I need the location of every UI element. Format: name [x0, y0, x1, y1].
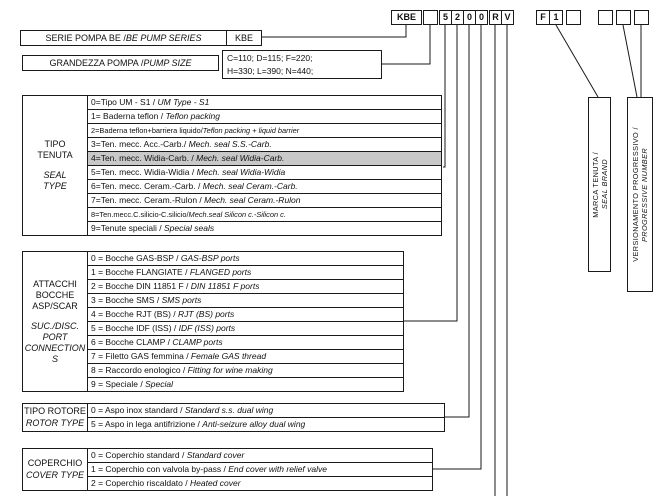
ports-options: 0 = Bocche GAS-BSP / GAS-BSP ports 1 = B… [87, 251, 404, 392]
cover-label-en: COVER TYPE [25, 470, 84, 480]
code-box-blank [566, 10, 581, 25]
size-options-line1: C=110; D=115; F=220; [227, 53, 313, 63]
rotor-label: TIPO ROTORE ROTOR TYPE [22, 403, 88, 432]
size-options: C=110; D=115; F=220; H=330; L=390; N=440… [222, 50, 382, 79]
code-box-r: R [489, 10, 502, 25]
ports-option: 8 = Raccordo enologico / Fitting for win… [87, 363, 404, 378]
seal-brand-label-it: MARCA TENUTA / [590, 151, 600, 218]
series-value: KBE [226, 30, 262, 46]
cover-options: 0 = Coperchio standard / Standard cover … [87, 448, 433, 491]
cover-option: 1 = Coperchio con valvola by-pass / End … [87, 462, 433, 477]
size-label: GRANDEZZA POMPA / PUMP SIZE [22, 55, 219, 71]
seal-option: 9=Tenute speciali / Special seals [87, 221, 442, 236]
rotor-options: 0 = Aspo inox standard / Standard s.s. d… [87, 403, 445, 432]
code-box-series: KBE [391, 10, 422, 25]
code-box-progressive [634, 10, 649, 25]
ports-option: 6 = Bocche CLAMP / CLAMP ports [87, 335, 404, 350]
ports-option: 0 = Bocche GAS-BSP / GAS-BSP ports [87, 251, 404, 266]
code-box-v: V [501, 10, 514, 25]
seal-option: 7=Ten. mecc. Ceram.-Rulon / Mech. seal C… [87, 193, 442, 208]
code-box-brand-1: 1 [549, 10, 563, 25]
seal-brand-label: MARCA TENUTA / SEAL BRAND [588, 97, 611, 272]
seal-option: 3=Ten. mecc. Acc.-Carb./ Mech. seal S.S.… [87, 137, 442, 152]
ports-option: 3 = Bocche SMS / SMS ports [87, 293, 404, 308]
seal-option: 1= Baderna teflon / Teflon packing [87, 109, 442, 124]
seal-option: 8=Ten.mecc.C.silicio-C.silicio/Mech.seal… [87, 207, 442, 222]
seal-option: 2=Baderna teflon+barriera liquido/Teflon… [87, 123, 442, 138]
progressive-number-label: VERSIONAMENTO PROGRESSIVO / PROGRESSIVE … [627, 97, 653, 292]
rotor-option: 5 = Aspo in lega antifrizione / Anti-sei… [87, 417, 445, 432]
size-label-it: GRANDEZZA POMPA / [49, 58, 144, 68]
series-label-it: SERIE POMPA BE / [45, 33, 126, 43]
cover-label: COPERCHIO COVER TYPE [22, 448, 88, 491]
seal-type-label-it: TIPO TENUTA [37, 139, 73, 160]
rotor-label-en: ROTOR TYPE [25, 418, 85, 428]
code-box-progressive [616, 10, 631, 25]
code-box-brand-f: F [536, 10, 550, 25]
ports-option: 2 = Bocche DIN 11851 F / DIN 11851 F por… [87, 279, 404, 294]
code-box-size [423, 10, 438, 25]
ports-option: 5 = Bocche IDF (ISS) / IDF (ISS) ports [87, 321, 404, 336]
size-options-line2: H=330; L=390; N=440; [227, 66, 314, 76]
progressive-label-en: PROGRESSIVE NUMBER [640, 147, 649, 242]
series-label-en: BE PUMP SERIES [125, 33, 202, 43]
seal-type-label-en: SEAL TYPE [43, 170, 67, 191]
code-box-blank [598, 10, 613, 25]
seal-type-label: TIPO TENUTA SEAL TYPE [22, 95, 88, 236]
progressive-label-it: VERSIONAMENTO PROGRESSIVO / [631, 127, 640, 262]
ports-option: 7 = Filetto GAS femmina / Female GAS thr… [87, 349, 404, 364]
ports-option: 4 = Bocche RJT (BS) / RJT (BS) ports [87, 307, 404, 322]
rotor-option: 0 = Aspo inox standard / Standard s.s. d… [87, 403, 445, 418]
ports-option: 1 = Bocche FLANGIATE / FLANGED ports [87, 265, 404, 280]
series-label: SERIE POMPA BE / BE PUMP SERIES [20, 30, 227, 46]
ports-label-en: SUC./DISC. PORT CONNECTIONS [24, 320, 86, 364]
seal-option: 5=Ten. mecc. Widia-Widia / Mech. seal Wi… [87, 165, 442, 180]
seal-brand-label-en: SEAL BRAND [599, 159, 609, 210]
seal-option: 0=Tipo UM - S1 / UM Type - S1 [87, 95, 442, 110]
code-box-cover: 0 [475, 10, 488, 25]
cover-label-it: COPERCHIO [27, 458, 83, 468]
cover-option: 2 = Coperchio riscaldato / Heated cover [87, 476, 433, 491]
series-value-text: KBE [234, 33, 253, 43]
size-label-en: PUMP SIZE [143, 58, 192, 68]
seal-type-options: 0=Tipo UM - S1 / UM Type - S1 1= Baderna… [87, 95, 442, 236]
ports-option: 9 = Speciale / Special [87, 377, 404, 392]
ports-label: ATTACCHI BOCCHE ASP/SCAR SUC./DISC. PORT… [22, 251, 88, 392]
ports-label-it: ATTACCHI BOCCHE ASP/SCAR [32, 278, 78, 311]
rotor-label-it: TIPO ROTORE [24, 406, 86, 416]
seal-option: 6=Ten. mecc. Ceram.-Carb. / Mech. seal C… [87, 179, 442, 194]
seal-option-selected: 4=Ten. mecc. Widia-Carb. / Mech. seal Wi… [87, 151, 442, 166]
cover-option: 0 = Coperchio standard / Standard cover [87, 448, 433, 463]
